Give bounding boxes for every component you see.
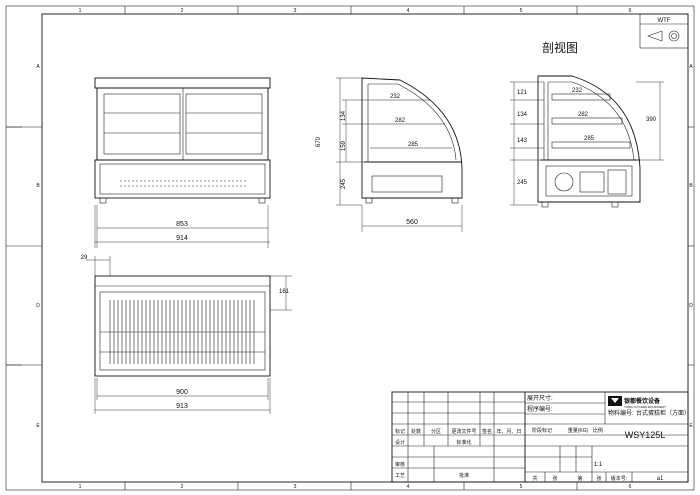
col-mark-1: 1 [79, 8, 82, 14]
stage-header-0: 阶段标记 [532, 427, 552, 434]
row-mark-d-right: E [689, 423, 693, 429]
front-foot-left [99, 197, 107, 204]
row-mark-b: B [36, 183, 40, 189]
version-value: a1 [657, 476, 664, 482]
top-dim-913: 913 [176, 403, 188, 410]
rev-header-2: 分区 [431, 428, 441, 435]
section-dim-121: 121 [517, 90, 528, 96]
compressor-icon [554, 172, 574, 192]
col-mark-3: 3 [294, 8, 297, 14]
section-dim-232: 232 [572, 88, 583, 94]
sign-row-1-a: 审核 [395, 461, 405, 468]
col-mark-4: 4 [407, 8, 410, 14]
scale-value: 1:1 [594, 462, 603, 468]
sign-row-2-b: 批准 [459, 472, 469, 479]
rev-header-4: 签名 [482, 428, 492, 435]
projection-cone-icon [647, 30, 663, 42]
row-mark-d: E [36, 423, 40, 429]
row-mark-c: D [36, 303, 40, 309]
top-dim-161: 161 [279, 289, 290, 295]
row-mark-a: A [36, 64, 40, 70]
projection-label: WTF [658, 18, 671, 24]
row-mark-a-right: A [689, 64, 693, 70]
model-number: WSY125L [625, 430, 666, 440]
col-mark-5-bottom: 5 [520, 484, 523, 490]
sign-row-2-a: 工艺 [395, 473, 405, 479]
rev-header-5: 年、月、日 [496, 428, 521, 435]
col-mark-1-bottom: 1 [79, 484, 82, 490]
sheets-unit-1: 张 [552, 475, 557, 482]
side-dim-285: 285 [408, 142, 419, 148]
stage-header-2: 比例 [593, 427, 603, 434]
section-dim-285: 285 [584, 136, 595, 142]
col-mark-3-bottom: 3 [294, 484, 297, 490]
front-foot-right [258, 197, 266, 204]
side-dim-560: 560 [406, 219, 418, 226]
top-dim-900: 900 [176, 389, 188, 396]
title-block [391, 391, 689, 483]
side-dim-670: 670 [316, 136, 322, 147]
tb-row2-label-a: 物料编号: [608, 409, 634, 417]
side-view [336, 77, 463, 232]
front-view [94, 77, 271, 248]
top-dim-29: 29 [81, 255, 88, 261]
version-label: 版本号: [611, 475, 627, 482]
col-mark-6: 6 [629, 8, 632, 14]
tb-row1-label: 展开尺寸: [527, 394, 553, 402]
sheet-frame [5, 5, 695, 491]
top-view [86, 256, 292, 414]
section-dim-282: 282 [578, 112, 589, 118]
rev-header-3: 更改文件号 [451, 428, 476, 435]
front-vent-grille [120, 180, 246, 187]
sheets-unit-2: 张 [596, 475, 601, 482]
side-dim-159: 159 [341, 140, 347, 151]
tb-row3-label: 程序编号: [527, 405, 553, 413]
col-mark-2: 2 [181, 8, 184, 14]
side-dim-232: 232 [390, 94, 401, 100]
section-view [510, 75, 664, 208]
company-name-en: YINDU KITCHEN EQUIPMENT [624, 405, 666, 409]
sign-row-0-a: 设计 [395, 439, 405, 446]
side-dim-245: 245 [341, 178, 347, 189]
projection-symbol-box: WTF [639, 13, 689, 49]
dim-914: 914 [176, 235, 188, 242]
row-mark-c-right: D [689, 303, 693, 309]
col-mark-2-bottom: 2 [181, 484, 184, 490]
section-dim-143: 143 [517, 138, 528, 144]
col-mark-4-bottom: 4 [407, 484, 410, 490]
dim-853: 853 [176, 221, 188, 228]
section-dim-134: 134 [517, 112, 528, 118]
sheet-number-label: 第 [577, 475, 582, 482]
sign-row-0-b: 标准化 [456, 439, 471, 446]
sheets-total-label: 共 [532, 475, 537, 482]
col-mark-6-bottom: 6 [629, 484, 632, 490]
row-mark-b-right: B [689, 183, 693, 189]
rev-header-1: 处数 [411, 428, 421, 435]
section-dim-245: 245 [517, 180, 528, 186]
tb-row2-label-b: 台式蛋糕柜（方面） [636, 409, 690, 417]
col-mark-5: 5 [520, 8, 523, 14]
section-view-title: 剖视图 [542, 40, 578, 55]
rev-header-0: 标记 [395, 428, 405, 435]
stage-header-1: 重量(KG) [568, 427, 589, 434]
section-dim-390: 390 [646, 117, 657, 123]
company-name: 银都餐饮设备 [624, 397, 661, 405]
side-dim-282: 282 [395, 118, 406, 124]
side-dim-134: 134 [341, 110, 347, 121]
